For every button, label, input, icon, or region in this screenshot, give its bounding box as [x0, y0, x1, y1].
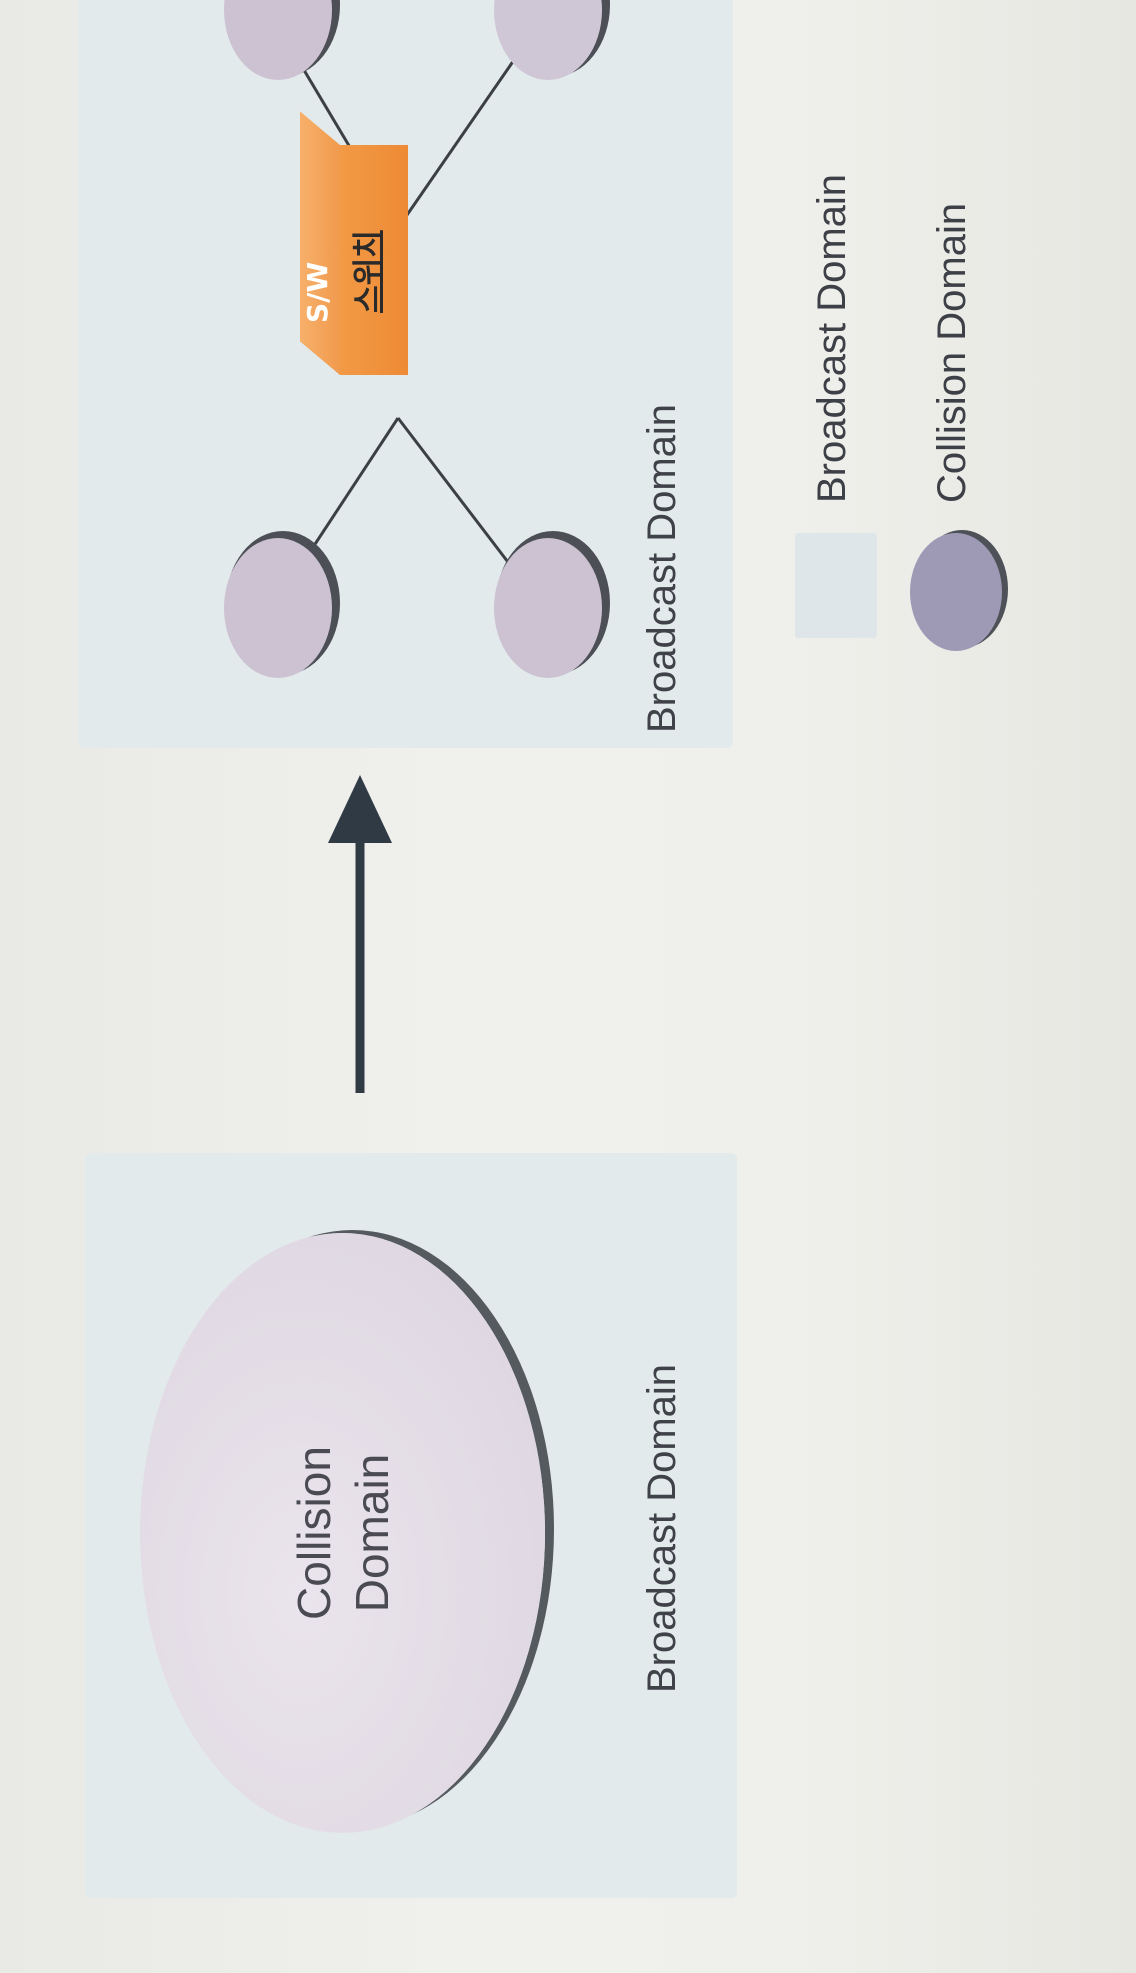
collision-domain-label-line1: Collision	[287, 1446, 340, 1620]
collision-domain-node-2	[224, 538, 332, 678]
broadcast-domain-caption-left: Broadcast Domain	[640, 1363, 684, 1693]
collision-domain-node-4	[224, 0, 332, 80]
collision-domain-node-1	[494, 538, 602, 678]
switch-label-en: S/W	[301, 261, 334, 323]
collision-domain-label-line2: Domain	[345, 1453, 398, 1613]
legend-collision-domain-swatch	[910, 533, 1002, 651]
legend-broadcast-domain-label: Broadcast Domain	[810, 173, 854, 503]
broadcast-domain-caption-right: Broadcast Domain	[640, 403, 684, 733]
collision-domain-label: Collision Domain	[140, 1233, 545, 1833]
legend-broadcast-domain-swatch	[795, 533, 877, 638]
transition-arrow-icon	[328, 775, 392, 1093]
switch-network-diagram	[224, 0, 610, 678]
legend-collision-domain-label: Collision Domain	[930, 202, 974, 503]
switch-box-top	[300, 111, 340, 375]
collision-domain-nodes	[224, 0, 610, 678]
switch-label-ko: 스위치	[351, 230, 386, 313]
collision-domain-node-3	[494, 0, 602, 80]
